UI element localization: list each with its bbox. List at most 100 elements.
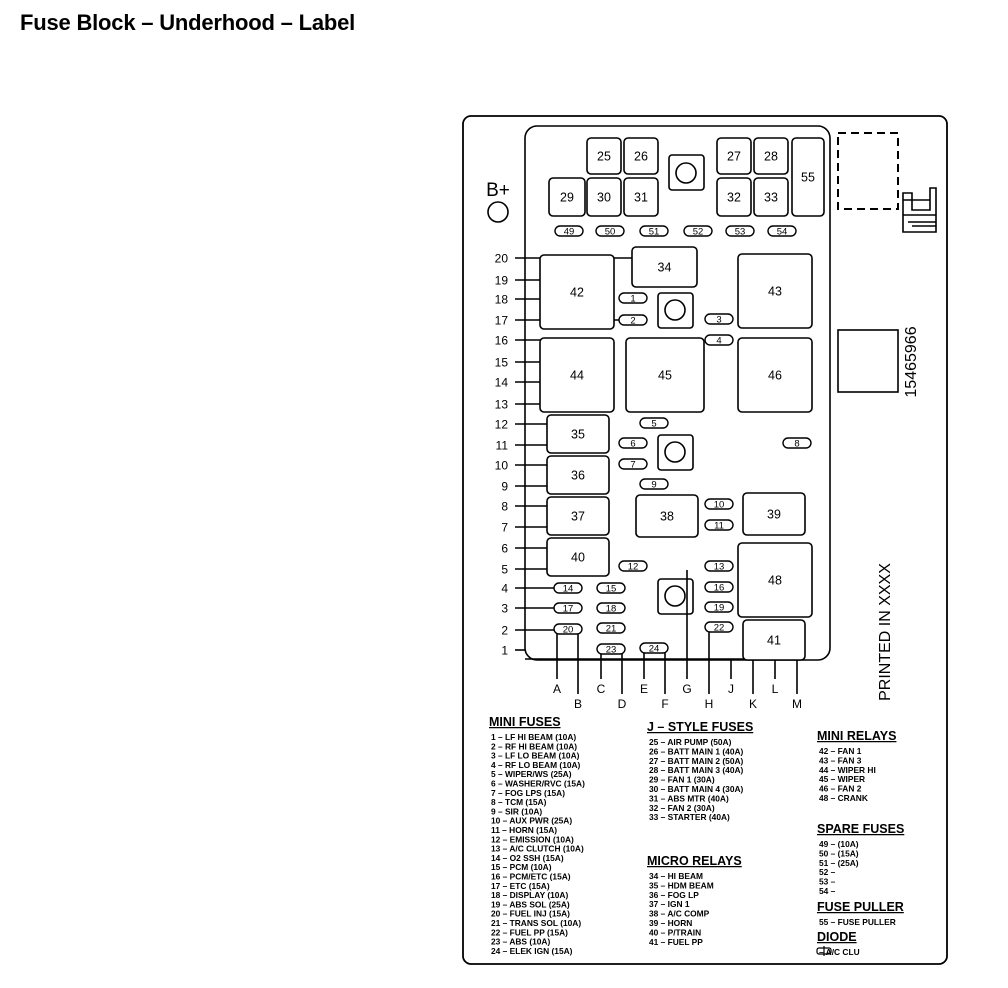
callout-J: J: [728, 682, 734, 696]
mini-fuse-12: 12: [618, 560, 648, 573]
legend-item: 51 – (25A): [819, 858, 859, 868]
legend-item: 27 – BATT MAIN 2 (50A): [649, 756, 744, 766]
mini-fuse-6: 6: [618, 437, 648, 450]
callout-L: L: [772, 682, 779, 696]
relay-box-number: 27: [727, 150, 741, 164]
callout-20: 20: [495, 252, 509, 266]
callout-1: 1: [501, 644, 508, 658]
legend-item: 42 – FAN 1: [819, 746, 862, 756]
fuse-block-body: [524, 125, 831, 661]
legend-item: 3 – LF LO BEAM (10A): [491, 751, 580, 761]
legend-diode: DIODE– A/C CLU: [817, 930, 860, 957]
relay-box-38: 38: [635, 494, 699, 538]
relay-box-number: 39: [767, 508, 781, 522]
callout-7: 7: [501, 521, 508, 535]
relay-box-number: 33: [764, 191, 778, 205]
legend-item: 14 – O2 SSH (15A): [491, 853, 564, 863]
relay-box-31: 31: [623, 177, 659, 217]
mini-fuse-19: 19: [704, 601, 734, 614]
mini-fuse-number: 10: [714, 500, 725, 511]
mini-fuse-number: 6: [630, 439, 635, 450]
callout-12: 12: [495, 418, 509, 432]
mini-fuse-number: 8: [794, 439, 799, 450]
relay-box-46: 46: [737, 337, 813, 413]
legend-item: 7 – FOG LPS (15A): [491, 788, 565, 798]
legend-item: 53 –: [819, 877, 836, 887]
diode-icon: [816, 946, 832, 956]
mini-fuse-number: 22: [714, 623, 725, 634]
mini-fuse-number: 15: [606, 584, 617, 595]
relay-box-number: 36: [571, 469, 585, 483]
legend-item: 10 – AUX PWR (25A): [491, 816, 572, 826]
relay-box-27: 27: [716, 137, 752, 175]
relay-box-33: 33: [753, 177, 789, 217]
relay-box-number: 42: [570, 286, 584, 300]
mini-fuse-54: 54: [767, 225, 797, 238]
legend-item: 28 – BATT MAIN 3 (40A): [649, 765, 744, 775]
relay-box-40: 40: [546, 537, 610, 577]
legend-item: 4 – RF LO BEAM (10A): [491, 760, 581, 770]
relay-box-number: 29: [560, 191, 574, 205]
legend-item: 48 – CRANK: [819, 793, 868, 803]
legend-item: 11 – HORN (15A): [491, 825, 557, 835]
legend-item: 29 – FAN 1 (30A): [649, 775, 715, 785]
callout-10: 10: [495, 459, 509, 473]
legend-item: 5 – WIPER/WS (25A): [491, 769, 572, 779]
callout-C: C: [597, 682, 606, 696]
legend-item: 21 – TRANS SOL (10A): [491, 918, 581, 928]
mini-fuse-4: 4: [704, 334, 734, 347]
mounting-studs: [657, 154, 705, 615]
relay-box-36: 36: [546, 455, 610, 495]
relay-box-35: 35: [546, 414, 610, 454]
mini-fuse-number: 12: [628, 562, 639, 573]
relay-box-30: 30: [586, 177, 622, 217]
legend-heading: MINI FUSES: [489, 715, 561, 729]
legend-item: 20 – FUEL INJ (15A): [491, 909, 570, 919]
relay-box-number: 28: [764, 150, 778, 164]
relay-box-number: 37: [571, 510, 585, 524]
legend-heading: SPARE FUSES: [817, 822, 904, 836]
legend-item: 52 –: [819, 867, 836, 877]
relay-box-number: 38: [660, 510, 674, 524]
mini-fuse-5: 5: [639, 417, 669, 430]
mini-fuse-number: 16: [714, 583, 725, 594]
mini-fuse-number: 9: [651, 480, 656, 491]
relay-box-number: 26: [634, 150, 648, 164]
callout-5: 5: [501, 563, 508, 577]
legend-item: 26 – BATT MAIN 1 (40A): [649, 746, 744, 756]
mini-fuse-number: 3: [716, 315, 721, 326]
mini-fuse-number: 21: [606, 624, 617, 635]
callout-A: A: [553, 682, 561, 696]
label-outline: [462, 115, 948, 965]
callout-B: B: [574, 697, 582, 711]
mini-fuse-50: 50: [595, 225, 625, 238]
relay-box-number: 40: [571, 551, 585, 565]
mini-fuse-15: 15: [596, 582, 626, 595]
callout-D: D: [618, 697, 627, 711]
legend-item: 8 – TCM (15A): [491, 797, 547, 807]
page-title: Fuse Block – Underhood – Label: [20, 10, 356, 35]
mini-fuse-52: 52: [683, 225, 713, 238]
legend-item: 36 – FOG LP: [649, 890, 699, 900]
relay-box-41: 41: [742, 619, 806, 661]
relay-box-number: 46: [768, 369, 782, 383]
legend-item: 41 – FUEL PP: [649, 937, 703, 947]
legend-heading: DIODE: [817, 930, 857, 944]
mini-fuse-13: 13: [704, 560, 734, 573]
mini-fuse-2: 2: [618, 314, 648, 327]
relay-box-34: 34: [631, 246, 698, 288]
relay-box-43: 43: [737, 253, 813, 329]
relay-box-42: 42: [539, 254, 615, 330]
mini-fuse-number: 5: [651, 419, 656, 430]
callout-14: 14: [495, 376, 509, 390]
legend-item: 49 – (10A): [819, 839, 859, 849]
relay-box-number: 44: [570, 369, 584, 383]
mini-fuse-number: 51: [649, 227, 660, 238]
relay-box-number: 43: [768, 285, 782, 299]
mini-fuse-11: 11: [704, 519, 734, 532]
